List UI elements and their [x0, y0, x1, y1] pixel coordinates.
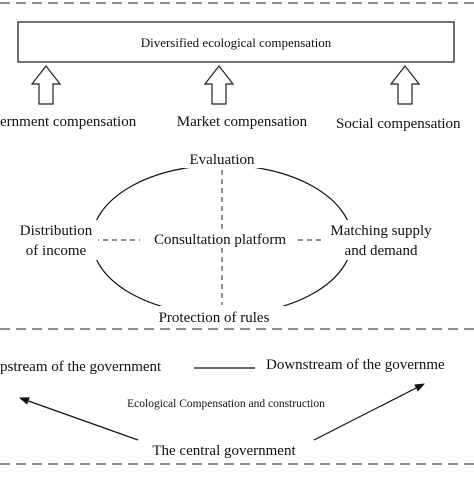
matching-supply-line1: Matching supply [330, 223, 432, 239]
diversified-compensation-label: Diversified ecological compensation [141, 35, 332, 50]
distribution-label-bg [12, 220, 98, 260]
distribution-income-line2: of income [26, 243, 87, 259]
up-arrow-middle-icon [203, 65, 235, 105]
protection-of-rules-label: Protection of rules [159, 310, 270, 326]
government-compensation-label: ernment compensation [0, 114, 137, 130]
matching-supply-line2: and demand [345, 243, 418, 259]
social-compensation-label: Social compensation [336, 116, 461, 132]
market-compensation-label: Market compensation [177, 114, 308, 130]
protection-rules-label-bg [146, 306, 286, 326]
consultation-platform-label: Consultation platform [154, 232, 286, 248]
ecological-construction-label: Ecological Compensation and construction [127, 398, 325, 410]
diversified-compensation-box [17, 21, 455, 63]
central-government-label: The central government [152, 443, 296, 459]
arrow-to-downstream-icon [313, 383, 425, 441]
downstream-government-label: Downstream of the governme [266, 357, 445, 373]
distribution-income-line1: Distribution [20, 223, 93, 239]
evaluation-label: Evaluation [190, 152, 255, 168]
up-arrow-right-icon [389, 65, 421, 105]
up-arrow-left-icon [30, 65, 62, 105]
evaluation-label-bg [176, 148, 270, 168]
matching-label-bg [324, 220, 442, 260]
upstream-government-label: pstream of the government [0, 359, 162, 375]
arrow-to-upstream-icon [19, 397, 139, 441]
